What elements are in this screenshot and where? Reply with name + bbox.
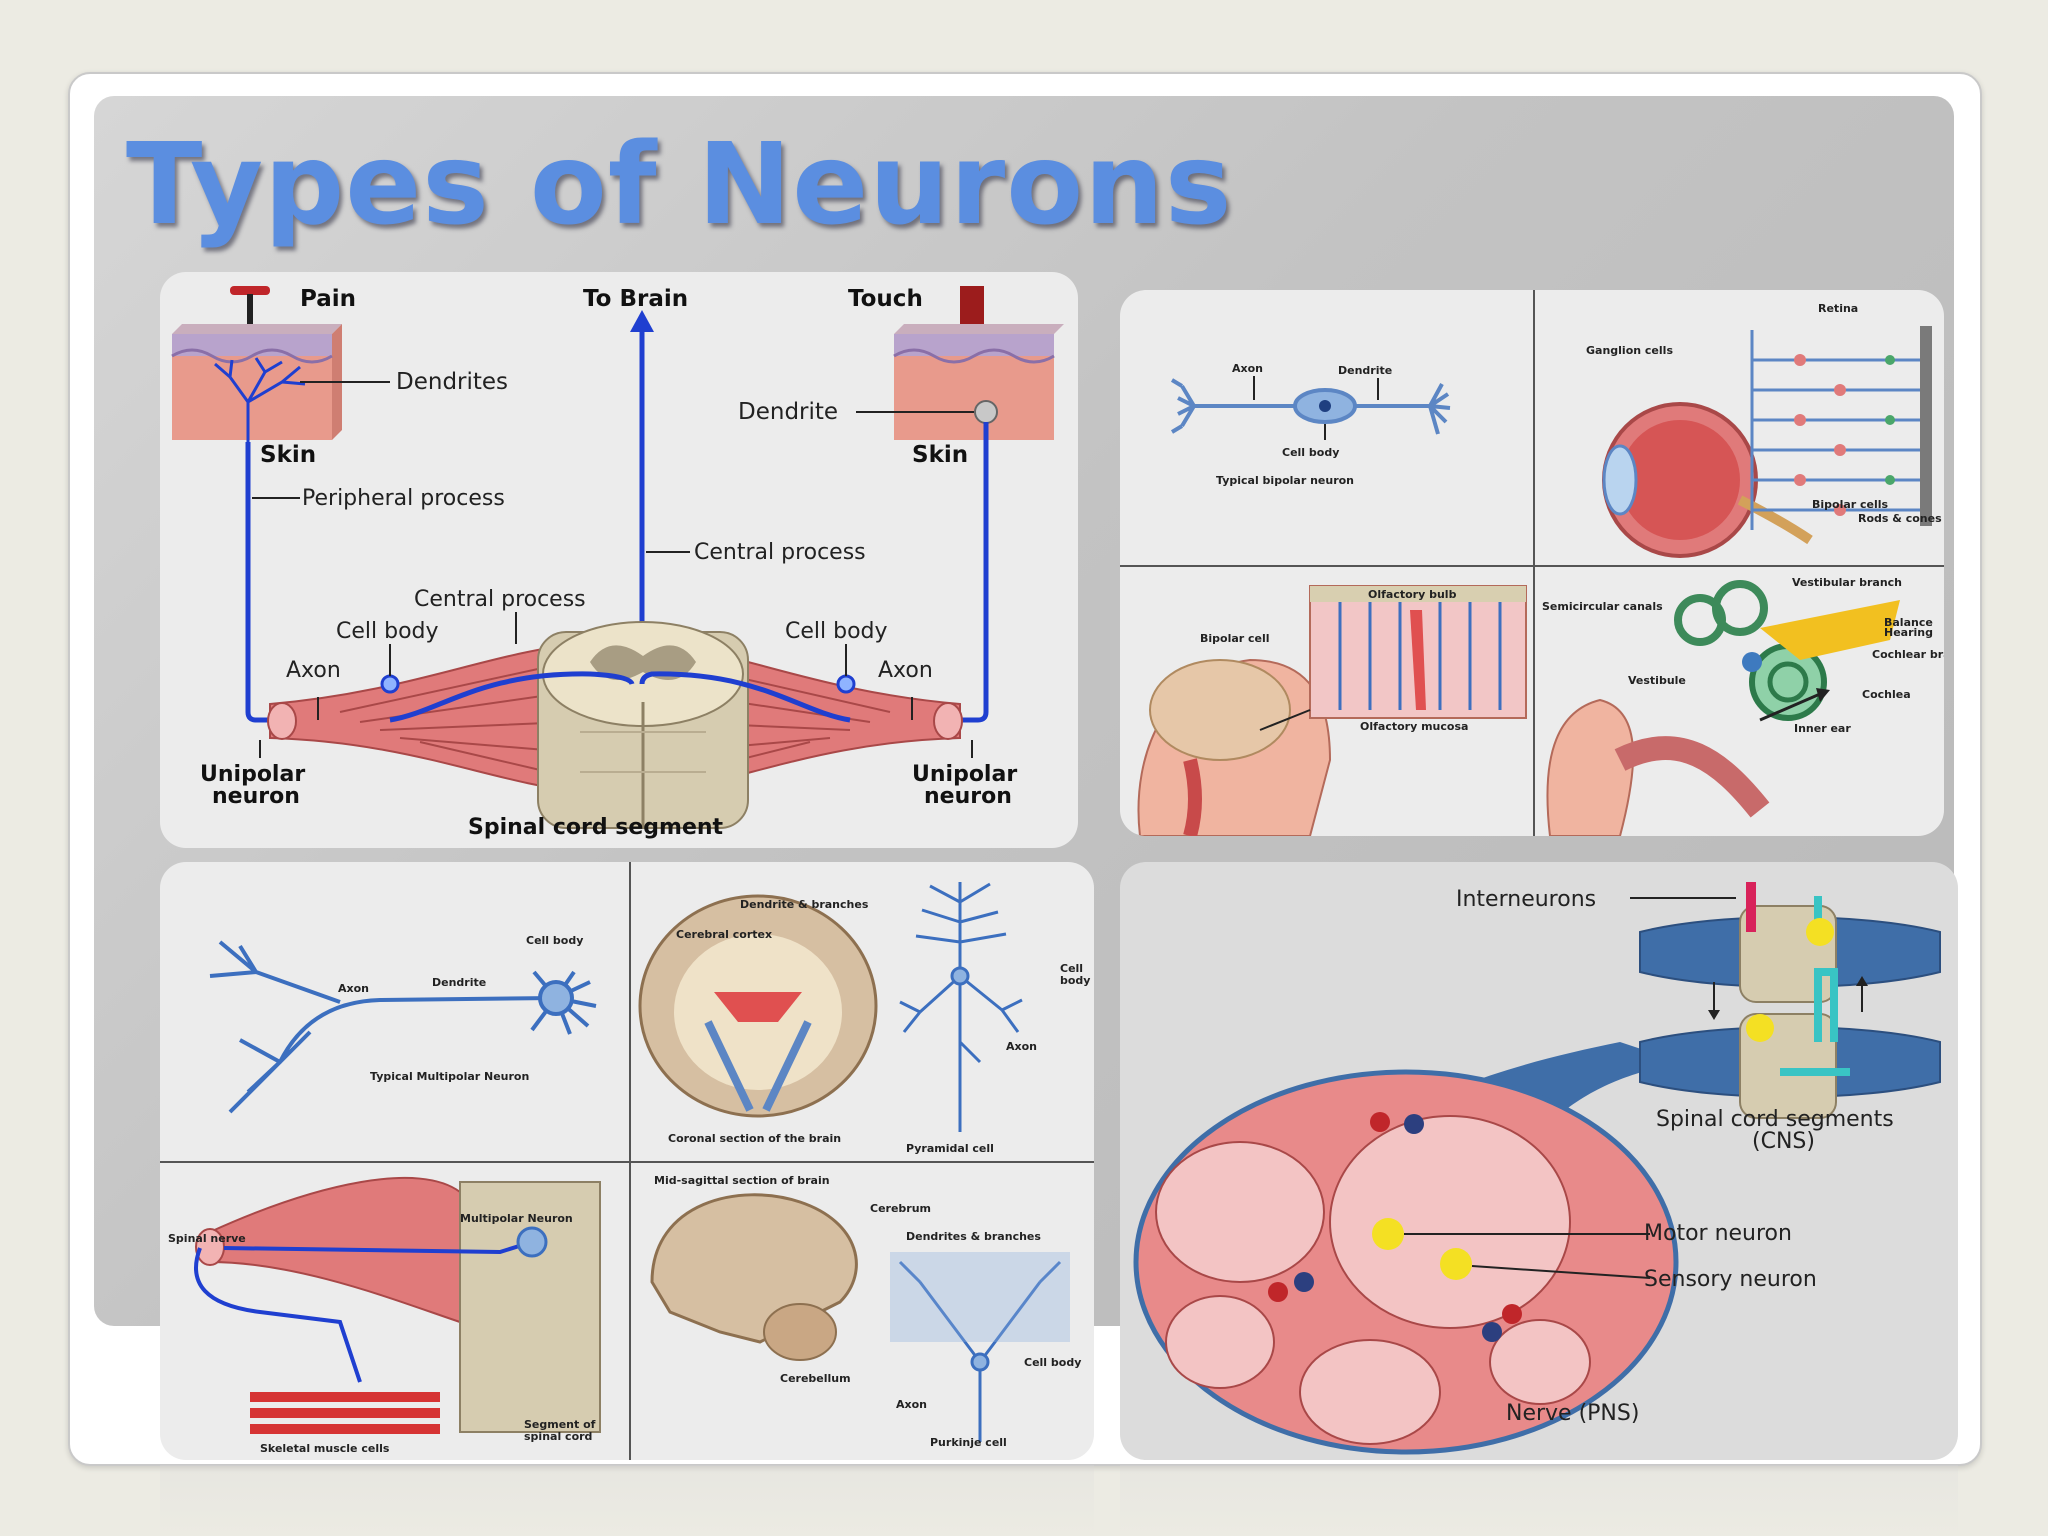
label-bipolar-axon: Axon	[1232, 362, 1263, 375]
label-bipolar-dendrite: Dendrite	[1338, 364, 1392, 377]
bipolar-diagram: Axon Dendrite Cell body Typical bipolar …	[1120, 290, 1944, 836]
label-central-process-left: Central process	[414, 587, 586, 612]
label-bipolar-cells: Bipolar cells	[1812, 498, 1889, 511]
label-semicircular-canals: Semicircular canals	[1542, 600, 1663, 613]
slide-title: Types of Neurons	[126, 120, 1233, 250]
label-cerebral-cortex: Cerebral cortex	[676, 928, 772, 941]
label-unipolar-left: Unipolar	[200, 762, 305, 787]
label-multipolar-cell-body: Cell body	[526, 934, 583, 947]
label-pyramidal-cell-caption: Pyramidal cell	[906, 1142, 994, 1155]
sagittal-brain-icon	[650, 1193, 858, 1361]
label-central-process-top: Central process	[694, 540, 866, 565]
label-skin-right: Skin	[912, 442, 968, 468]
label-retina: Retina	[1818, 302, 1858, 315]
spinal-nerve-muscle-icon	[194, 1176, 601, 1434]
label-dendrites-branches: Dendrites & branches	[906, 1230, 1041, 1243]
label-axon-left: Axon	[286, 658, 341, 683]
label-multipolar-axon: Axon	[338, 982, 369, 995]
label-segment-of: Segment of	[524, 1418, 596, 1431]
label-multipolar-neuron: Multipolar Neuron	[460, 1212, 573, 1225]
eye-retina-icon	[1602, 326, 1932, 558]
label-neuron-left: neuron	[212, 784, 300, 809]
label-bipolar-caption: Typical bipolar neuron	[1216, 474, 1354, 487]
label-spinal-nerve: Spinal nerve	[168, 1232, 246, 1245]
spinal-cord-segments-icon	[1639, 882, 1941, 1119]
label-nerve-pns: Nerve (PNS)	[1506, 1401, 1639, 1426]
interneurons-panel: Interneurons Spinal cord segments (CNS) …	[1120, 862, 1958, 1460]
label-interneurons: Interneurons	[1456, 887, 1596, 912]
label-ganglion-cells: Ganglion cells	[1586, 344, 1673, 357]
label-axon-right: Axon	[878, 658, 933, 683]
label-olfactory-bulb: Olfactory bulb	[1368, 588, 1457, 601]
label-cerebellum: Cerebellum	[780, 1372, 851, 1385]
label-touch: Touch	[848, 286, 923, 312]
inner-ear-icon	[1546, 580, 1900, 836]
label-cochlear-branch: Cochlear branch	[1872, 648, 1944, 661]
label-dendrites: Dendrites	[396, 369, 508, 395]
label-cns: (CNS)	[1752, 1129, 1815, 1154]
label-dendrite: Dendrite	[738, 399, 838, 425]
bipolar-neuron-icon	[1170, 378, 1451, 435]
label-spinal-cord-segment: Spinal cord segment	[468, 815, 724, 840]
multipolar-neuron-panel: Cell body Axon Dendrite Typical Multipol…	[160, 862, 1094, 1460]
label-vestibule: Vestibule	[1628, 674, 1686, 687]
nerve-cross-section-icon	[1133, 1069, 1679, 1455]
label-neuron-right: neuron	[924, 784, 1012, 809]
label-cochlea: Cochlea	[1862, 688, 1911, 701]
label-pyramidal-body: body	[1060, 974, 1090, 987]
pain-pin-icon	[230, 286, 270, 295]
label-sensory-neuron: Sensory neuron	[1644, 1267, 1817, 1292]
label-bipolar-cell-body: Cell body	[1282, 446, 1339, 459]
unipolar-diagram: Pain To Brain Touch Dendrites Dendrite S…	[171, 286, 1064, 840]
label-hearing: Hearing	[1884, 626, 1933, 639]
multipolar-diagram: Cell body Axon Dendrite Typical Multipol…	[160, 862, 1094, 1460]
label-motor-neuron: Motor neuron	[1644, 1221, 1792, 1246]
label-skin-left: Skin	[260, 442, 316, 468]
label-spinal-segments: Spinal cord segments	[1656, 1107, 1894, 1132]
touch-probe-icon	[960, 286, 984, 330]
label-cell-body-left: Cell body	[336, 619, 439, 644]
slide-reflection-right	[1120, 1465, 1958, 1536]
label-pain: Pain	[300, 286, 356, 312]
peripheral-process-right	[850, 422, 989, 723]
label-cell-body-right: Cell body	[785, 619, 888, 644]
label-multipolar-dendrite: Dendrite	[432, 976, 486, 989]
label-peripheral-process: Peripheral process	[302, 486, 505, 511]
label-purkinje-cell: Purkinje cell	[930, 1436, 1007, 1449]
label-coronal-section: Coronal section of the brain	[668, 1132, 841, 1145]
head-olfactory-icon	[1137, 585, 1527, 836]
dendrites-left-icon	[214, 357, 306, 442]
label-cerebrum: Cerebrum	[870, 1202, 931, 1215]
cell-body-left-icon	[380, 674, 400, 694]
label-bipolar-cell: Bipolar cell	[1200, 632, 1270, 645]
multipolar-neuron-icon	[209, 940, 597, 1114]
peripheral-process-left	[245, 442, 390, 723]
label-pyramidal-cell: Cell	[1060, 962, 1083, 975]
skin-block-right	[893, 324, 1064, 440]
label-multipolar-caption: Typical Multipolar Neuron	[370, 1070, 529, 1083]
label-unipolar-right: Unipolar	[912, 762, 1017, 787]
label-vestibular-branch: Vestibular branch	[1792, 576, 1902, 589]
bipolar-neuron-panel: Axon Dendrite Cell body Typical bipolar …	[1120, 290, 1944, 836]
label-spinal-cord: spinal cord	[524, 1430, 592, 1443]
label-rods-cones: Rods & cones	[1858, 512, 1942, 525]
label-olfactory-mucosa: Olfactory mucosa	[1360, 720, 1468, 733]
pyramidal-cell-icon	[899, 882, 1023, 1132]
label-mid-sagittal: Mid-sagittal section of brain	[654, 1174, 830, 1187]
purkinje-cell-icon	[890, 1252, 1070, 1442]
interneurons-diagram: Interneurons Spinal cord segments (CNS) …	[1133, 882, 1941, 1455]
label-balance: Balance	[1884, 616, 1933, 629]
label-dendrite-branches: Dendrite & branches	[740, 898, 869, 911]
label-skeletal-muscle: Skeletal muscle cells	[260, 1442, 390, 1455]
unipolar-neuron-panel: Pain To Brain Touch Dendrites Dendrite S…	[160, 272, 1078, 848]
label-pyramidal-axon: Axon	[1006, 1040, 1037, 1053]
slide-reflection-left	[160, 1465, 1094, 1536]
label-purkinje-axon: Axon	[896, 1398, 927, 1411]
coronal-brain-icon	[638, 894, 878, 1118]
label-to-brain: To Brain	[583, 286, 688, 312]
label-purkinje-cell-body: Cell body	[1024, 1356, 1081, 1369]
cell-body-right-icon	[836, 674, 856, 694]
spinal-cord-segment-icon	[537, 621, 749, 829]
label-inner-ear: Inner ear	[1794, 722, 1851, 735]
